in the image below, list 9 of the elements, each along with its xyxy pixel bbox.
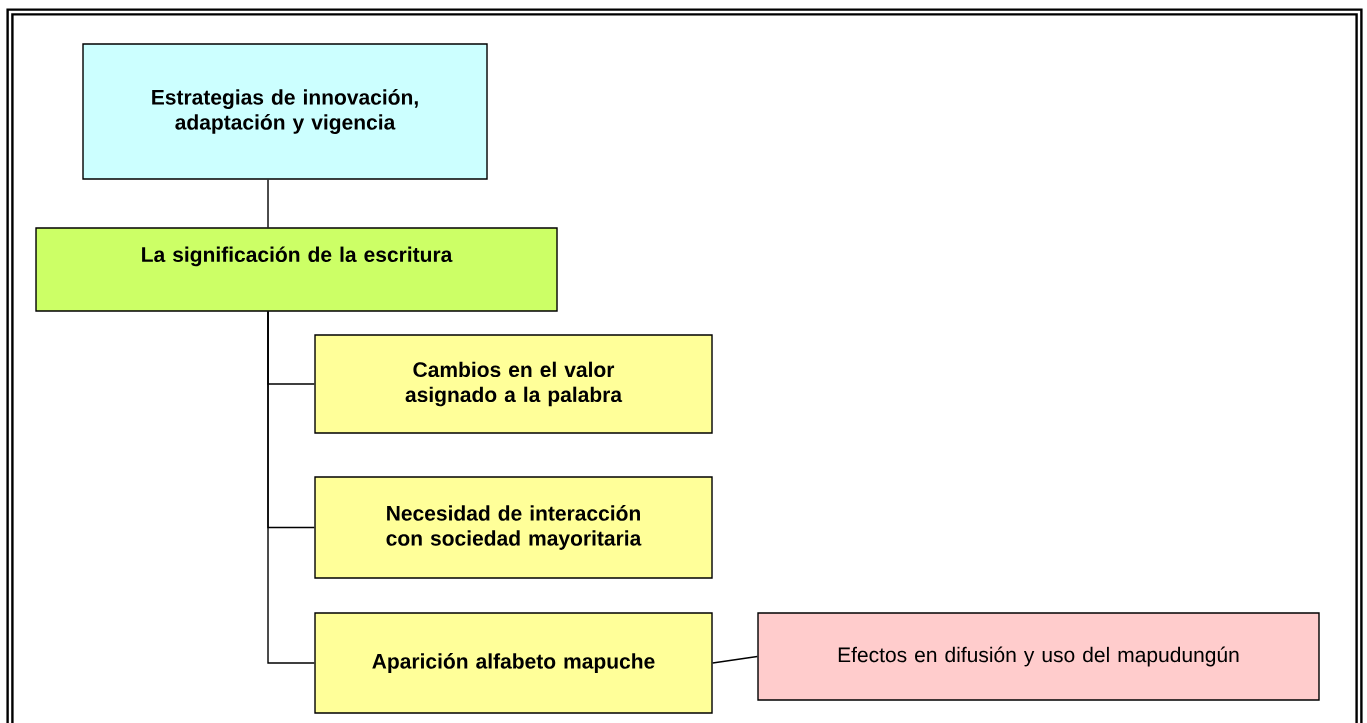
topic-box: Cambios en el valor asignado a la palabra: [314, 334, 713, 434]
topic-box: Necesidad de interacción con sociedad mayoritaria: [314, 476, 713, 579]
topic-box: Efectos en difusión y uso del mapudungún: [757, 612, 1320, 701]
connector-line: [712, 655, 758, 664]
connector-line: [267, 179, 269, 229]
connector-line: [267, 310, 315, 664]
category-box: La significación de la escritura: [35, 227, 558, 312]
topic-box: Estrategias de innovación, adaptación y vigencia: [82, 43, 488, 180]
topic-box: Aparición alfabeto mapuche: [314, 612, 713, 714]
